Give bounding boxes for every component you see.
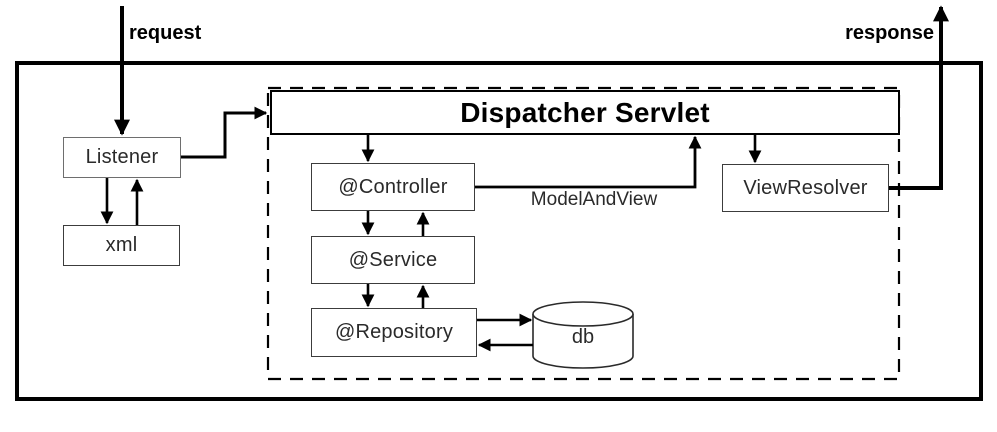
controller-node: @Controller <box>311 163 475 211</box>
modelandview-label: ModelAndView <box>530 189 658 210</box>
viewresolver-node: ViewResolver <box>722 164 889 212</box>
outer-container-frame <box>15 61 983 401</box>
request-label: request <box>129 22 202 44</box>
db-cylinder <box>532 301 634 369</box>
dispatcher-servlet-node: Dispatcher Servlet <box>270 90 900 135</box>
response-label: response <box>845 22 934 44</box>
xml-node: xml <box>63 225 180 266</box>
modelandview-arrow <box>475 135 702 189</box>
spring-container-dashed-box <box>266 86 901 381</box>
repository-node: @Repository <box>311 308 477 357</box>
service-node: @Service <box>311 236 475 284</box>
listener-to-dispatcher-arrow <box>180 106 268 159</box>
response-arrow <box>889 5 949 190</box>
db-node-label: db <box>571 325 595 348</box>
listener-node: Listener <box>63 137 181 178</box>
